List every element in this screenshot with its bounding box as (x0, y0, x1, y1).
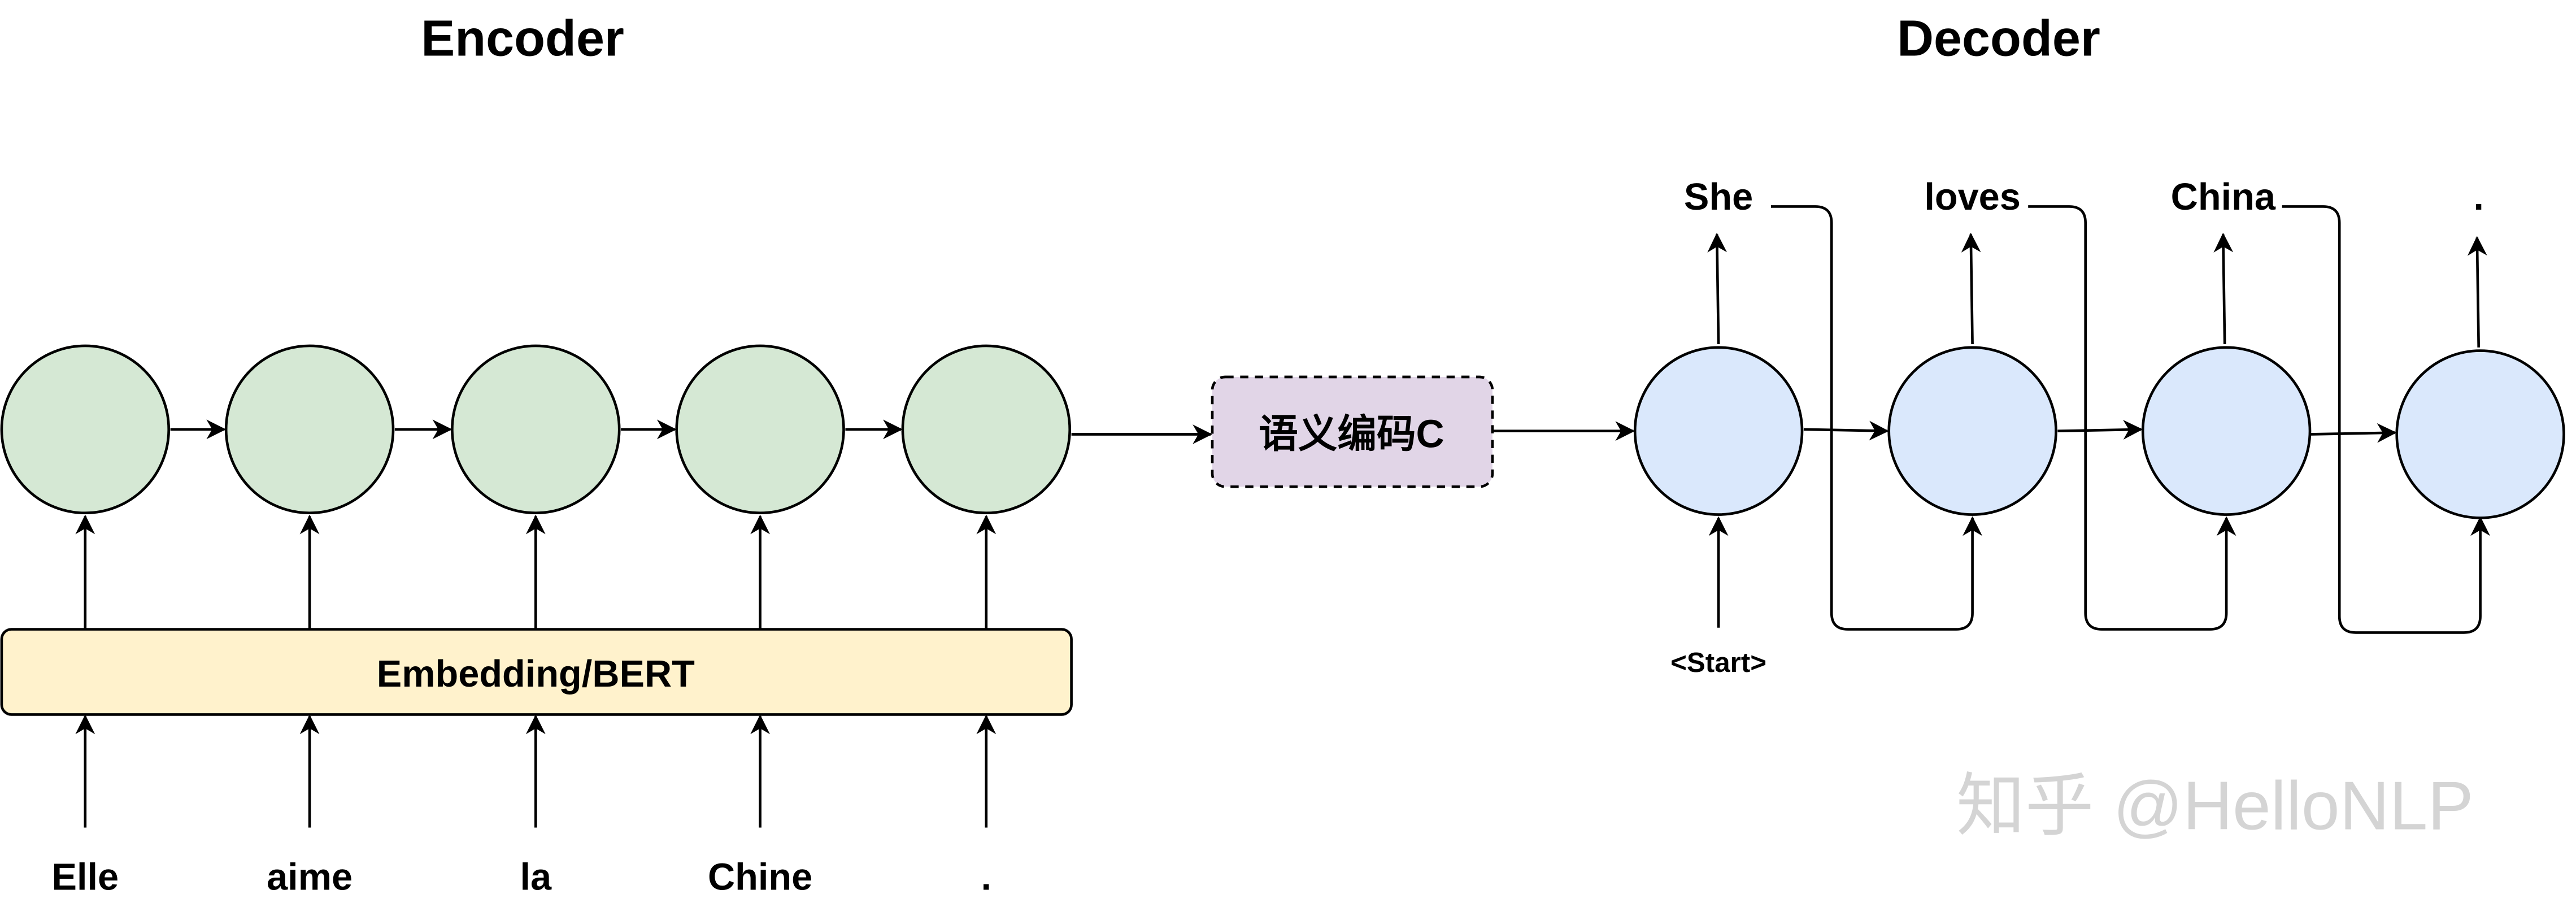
decoder-feedback-loops (1770, 205, 2491, 634)
dec-recurrent-2 (2057, 420, 2143, 440)
decoder-output-arrows (1707, 232, 2487, 348)
feedback-loop-2 (2028, 205, 2236, 631)
watermark: 知乎 @HelloNLP (1956, 767, 2474, 844)
encoder-recurrent-arrows (170, 419, 1213, 444)
decoder: She loves China . <Start> (1633, 176, 2565, 678)
output-word: . (2473, 176, 2484, 218)
decoder-cells (1633, 346, 2565, 519)
dec-recurrent-3 (2309, 423, 2397, 443)
input-word: la (520, 857, 552, 899)
encoder-cells (0, 344, 1072, 515)
encoder-cell (901, 344, 1072, 515)
output-word: She (1684, 176, 1753, 218)
start-token: <Start> (1670, 647, 1766, 678)
encoder-cell (0, 344, 171, 515)
input-word: . (981, 857, 992, 899)
output-arrow-1 (1707, 232, 1728, 345)
decoder-cell (1887, 346, 2057, 516)
decoder-recurrent-arrows (1803, 420, 2397, 443)
context-vector: 语义编码C (1211, 375, 1635, 488)
embedding-to-cell-arrows (75, 514, 997, 630)
decoder-cell (1633, 346, 1804, 516)
output-word: loves (1924, 176, 2021, 218)
decoder-cell (2141, 346, 2312, 516)
output-word: China (2171, 176, 2276, 218)
output-arrow-4 (2467, 236, 2487, 348)
embedding-label: Embedding/BERT (377, 653, 695, 695)
encoder-cell (675, 344, 845, 515)
encoder-title: Encoder (421, 11, 624, 67)
encoder-cell (224, 344, 395, 515)
encoder-cell (451, 344, 621, 515)
feedback-loop-3 (2282, 205, 2491, 634)
embedding-box (0, 628, 1073, 716)
dec-recurrent-1 (1803, 420, 1889, 441)
encoder: Embedding/BERT Elle aime la Chine . (0, 344, 1213, 899)
input-word: Elle (51, 857, 119, 899)
output-arrow-2 (1961, 232, 1981, 345)
decoder-title: Decoder (1897, 11, 2100, 67)
output-arrow-3 (2213, 232, 2234, 345)
encoder-input-arrows (75, 714, 997, 828)
context-label: 语义编码C (1259, 412, 1444, 456)
decoder-cell (2395, 349, 2565, 519)
input-word: Chine (708, 857, 812, 899)
input-word: aime (267, 857, 353, 899)
feedback-loop-1 (1770, 205, 1983, 631)
